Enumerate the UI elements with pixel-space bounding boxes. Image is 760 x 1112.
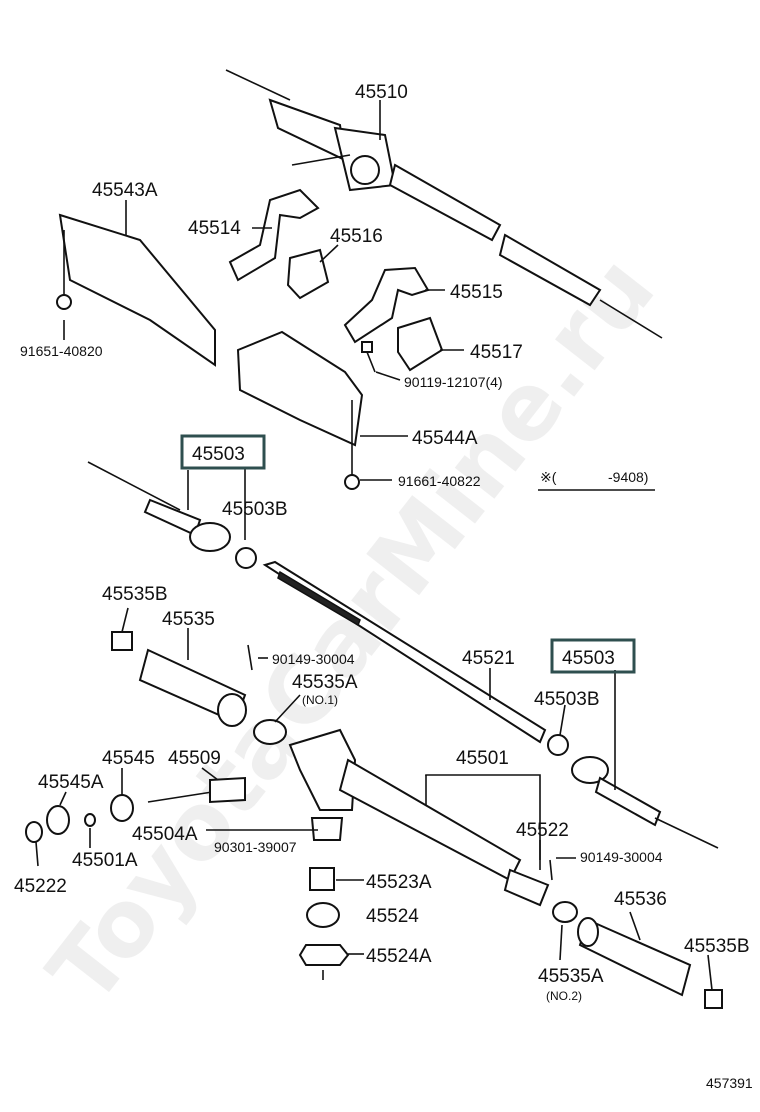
leader-lines [35, 100, 713, 991]
boot-45535 [111, 631, 247, 727]
label-90149-30004-bottom: 90149-30004 [580, 849, 663, 865]
rack-guide-45504a [310, 817, 344, 841]
clamp-45535a-no2 [552, 901, 578, 923]
housing-45501 [288, 728, 550, 907]
bolt-90119 [361, 341, 376, 373]
bushing-45517 [397, 316, 444, 372]
bracket-45514 [228, 188, 320, 282]
legend-range: -9408) [608, 469, 648, 485]
label-45501: 45501 [456, 748, 509, 769]
label-45503-right: 45503 [562, 648, 615, 669]
ring-45501a [84, 813, 96, 827]
label-45510: 45510 [355, 82, 408, 103]
diagram-id: 457391 [706, 1075, 753, 1091]
highlight-box-45503-right [550, 638, 636, 674]
label-45503-top: 45503 [192, 444, 245, 465]
label-45504a: 45504A [132, 824, 198, 845]
bracket-45543a [56, 213, 216, 367]
tie-rod-left [87, 461, 257, 569]
clamp-45535a-no1 [253, 719, 287, 745]
boot-45536 [577, 917, 723, 1009]
bracket-45515 [343, 266, 430, 344]
label-45516: 45516 [330, 226, 383, 247]
label-45545: 45545 [102, 748, 155, 769]
label-90119-12107: 90119-12107(4) [404, 374, 503, 390]
label-45535: 45535 [162, 609, 215, 630]
plug-45222 [25, 821, 43, 843]
cover-45544a [236, 330, 364, 490]
label-no2: (NO.2) [546, 989, 582, 1003]
part-labels: 45510 45543A 45514 45516 45515 45517 916… [14, 82, 753, 1091]
label-45503b-right: 45503B [534, 689, 600, 710]
label-45521: 45521 [462, 648, 515, 669]
label-45522: 45522 [516, 820, 569, 841]
label-45503b-top: 45503B [222, 499, 288, 520]
label-45535a-bottom: 45535A [538, 966, 604, 987]
label-90301-39007: 90301-39007 [214, 839, 297, 855]
label-90149-30004-top: 90149-30004 [272, 651, 355, 667]
label-45515: 45515 [450, 282, 503, 303]
label-45535a-top: 45535A [292, 672, 358, 693]
label-45545a: 45545A [38, 772, 104, 793]
legend-mark: ※( [540, 469, 557, 485]
watermark: ToyotaCarMine.ru [28, 237, 675, 1024]
label-45535b-left: 45535B [102, 584, 168, 605]
screw-45524 [306, 902, 340, 928]
label-45523a: 45523A [366, 872, 432, 893]
bushing-45516 [286, 248, 330, 300]
label-45535b-right: 45535B [684, 936, 750, 957]
rack-45521 [262, 560, 547, 744]
label-45517: 45517 [470, 342, 523, 363]
label-45543a: 45543A [92, 180, 158, 201]
highlight-box-45503-top [180, 434, 266, 470]
label-45509: 45509 [168, 748, 221, 769]
label-45524: 45524 [366, 906, 419, 927]
label-45514: 45514 [188, 218, 241, 239]
seal-45545 [110, 794, 134, 822]
label-45536: 45536 [614, 889, 667, 910]
label-no1: (NO.1) [302, 693, 338, 707]
label-45222: 45222 [14, 876, 67, 897]
spring-45523a [309, 867, 335, 891]
label-45524a: 45524A [366, 946, 432, 967]
label-45501a: 45501A [72, 850, 138, 871]
steering-gear-assembly [225, 69, 663, 339]
pinion-45509 [147, 776, 246, 804]
locknut-45524a [298, 944, 350, 966]
label-91651-40820: 91651-40820 [20, 343, 103, 359]
nut-45545a [46, 805, 70, 835]
label-45544a: 45544A [412, 428, 478, 449]
label-91661-40822: 91661-40822 [398, 473, 481, 489]
tie-rod-right [547, 734, 719, 849]
